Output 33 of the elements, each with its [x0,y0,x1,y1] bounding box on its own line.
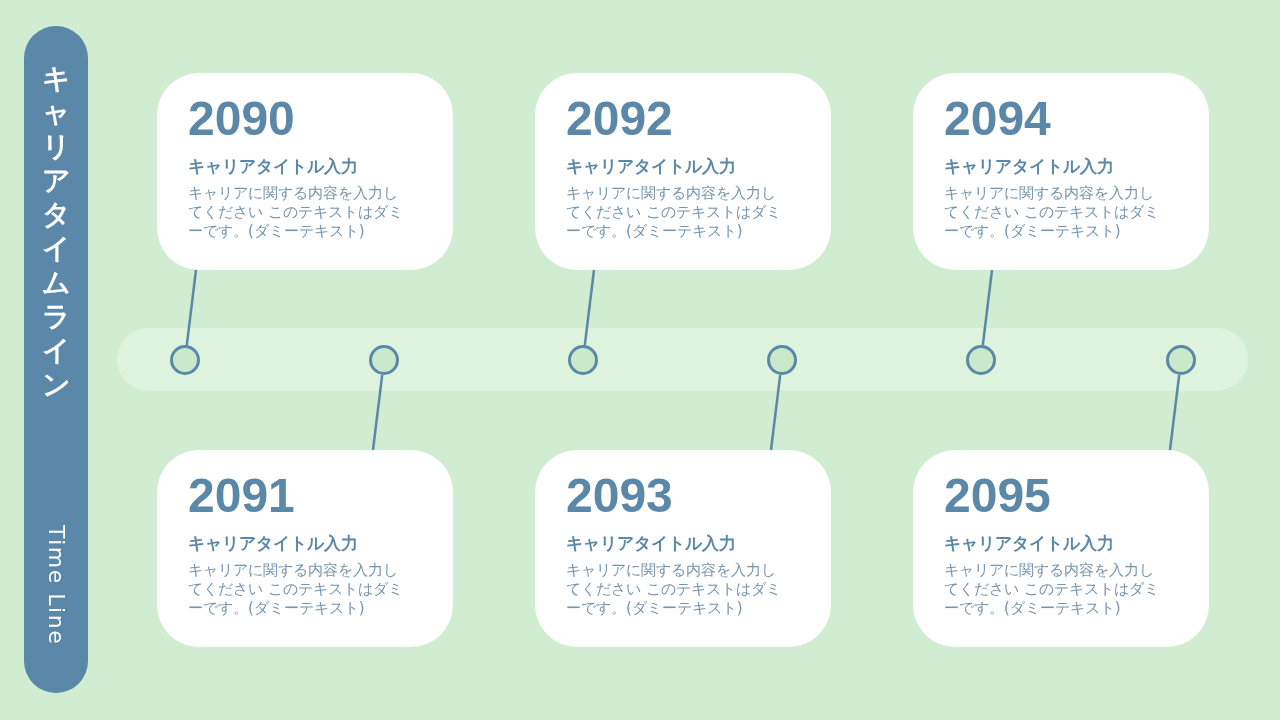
card-title: キャリアタイトル入力 [944,156,1114,176]
timeline-card [535,450,831,647]
leader-line [185,269,198,346]
card-text: キャリアに関する内容を入力してください このテキストはダミーです。(ダミーテキスト) [188,184,404,241]
timeline-card [535,73,831,270]
card-title: キャリアタイトル入力 [566,533,736,553]
year-label: 2093 [566,470,673,522]
leader-line [981,269,994,346]
timeline-card [913,450,1209,647]
banner-title: キャリアタイムライン [42,62,71,402]
year-label: 2090 [188,93,295,145]
card-title: キャリアタイトル入力 [188,156,358,176]
year-label: 2094 [944,93,1051,145]
card-text: キャリアに関する内容を入力してください このテキストはダミーです。(ダミーテキスト) [566,184,782,241]
year-label: 2092 [566,93,673,145]
card-title: キャリアタイトル入力 [188,533,358,553]
card-text: キャリアに関する内容を入力してください このテキストはダミーです。(ダミーテキスト) [188,561,404,618]
year-label: 2095 [944,470,1051,522]
card-title: キャリアタイトル入力 [944,533,1114,553]
timeline-card [913,73,1209,270]
banner-subtitle: Time Line [43,525,69,646]
leader-line [371,374,384,451]
timeline-card [157,73,453,270]
year-label: 2091 [188,470,295,522]
card-text: キャリアに関する内容を入力してください このテキストはダミーです。(ダミーテキスト) [566,561,782,618]
card-text: キャリアに関する内容を入力してください このテキストはダミーです。(ダミーテキスト) [944,561,1160,618]
card-title: キャリアタイトル入力 [566,156,736,176]
timeline-card [157,450,453,647]
leader-line [583,269,596,346]
leader-line [769,374,782,451]
side-banner [24,26,88,693]
leader-line [1168,374,1181,451]
card-text: キャリアに関する内容を入力してください このテキストはダミーです。(ダミーテキスト) [944,184,1160,241]
